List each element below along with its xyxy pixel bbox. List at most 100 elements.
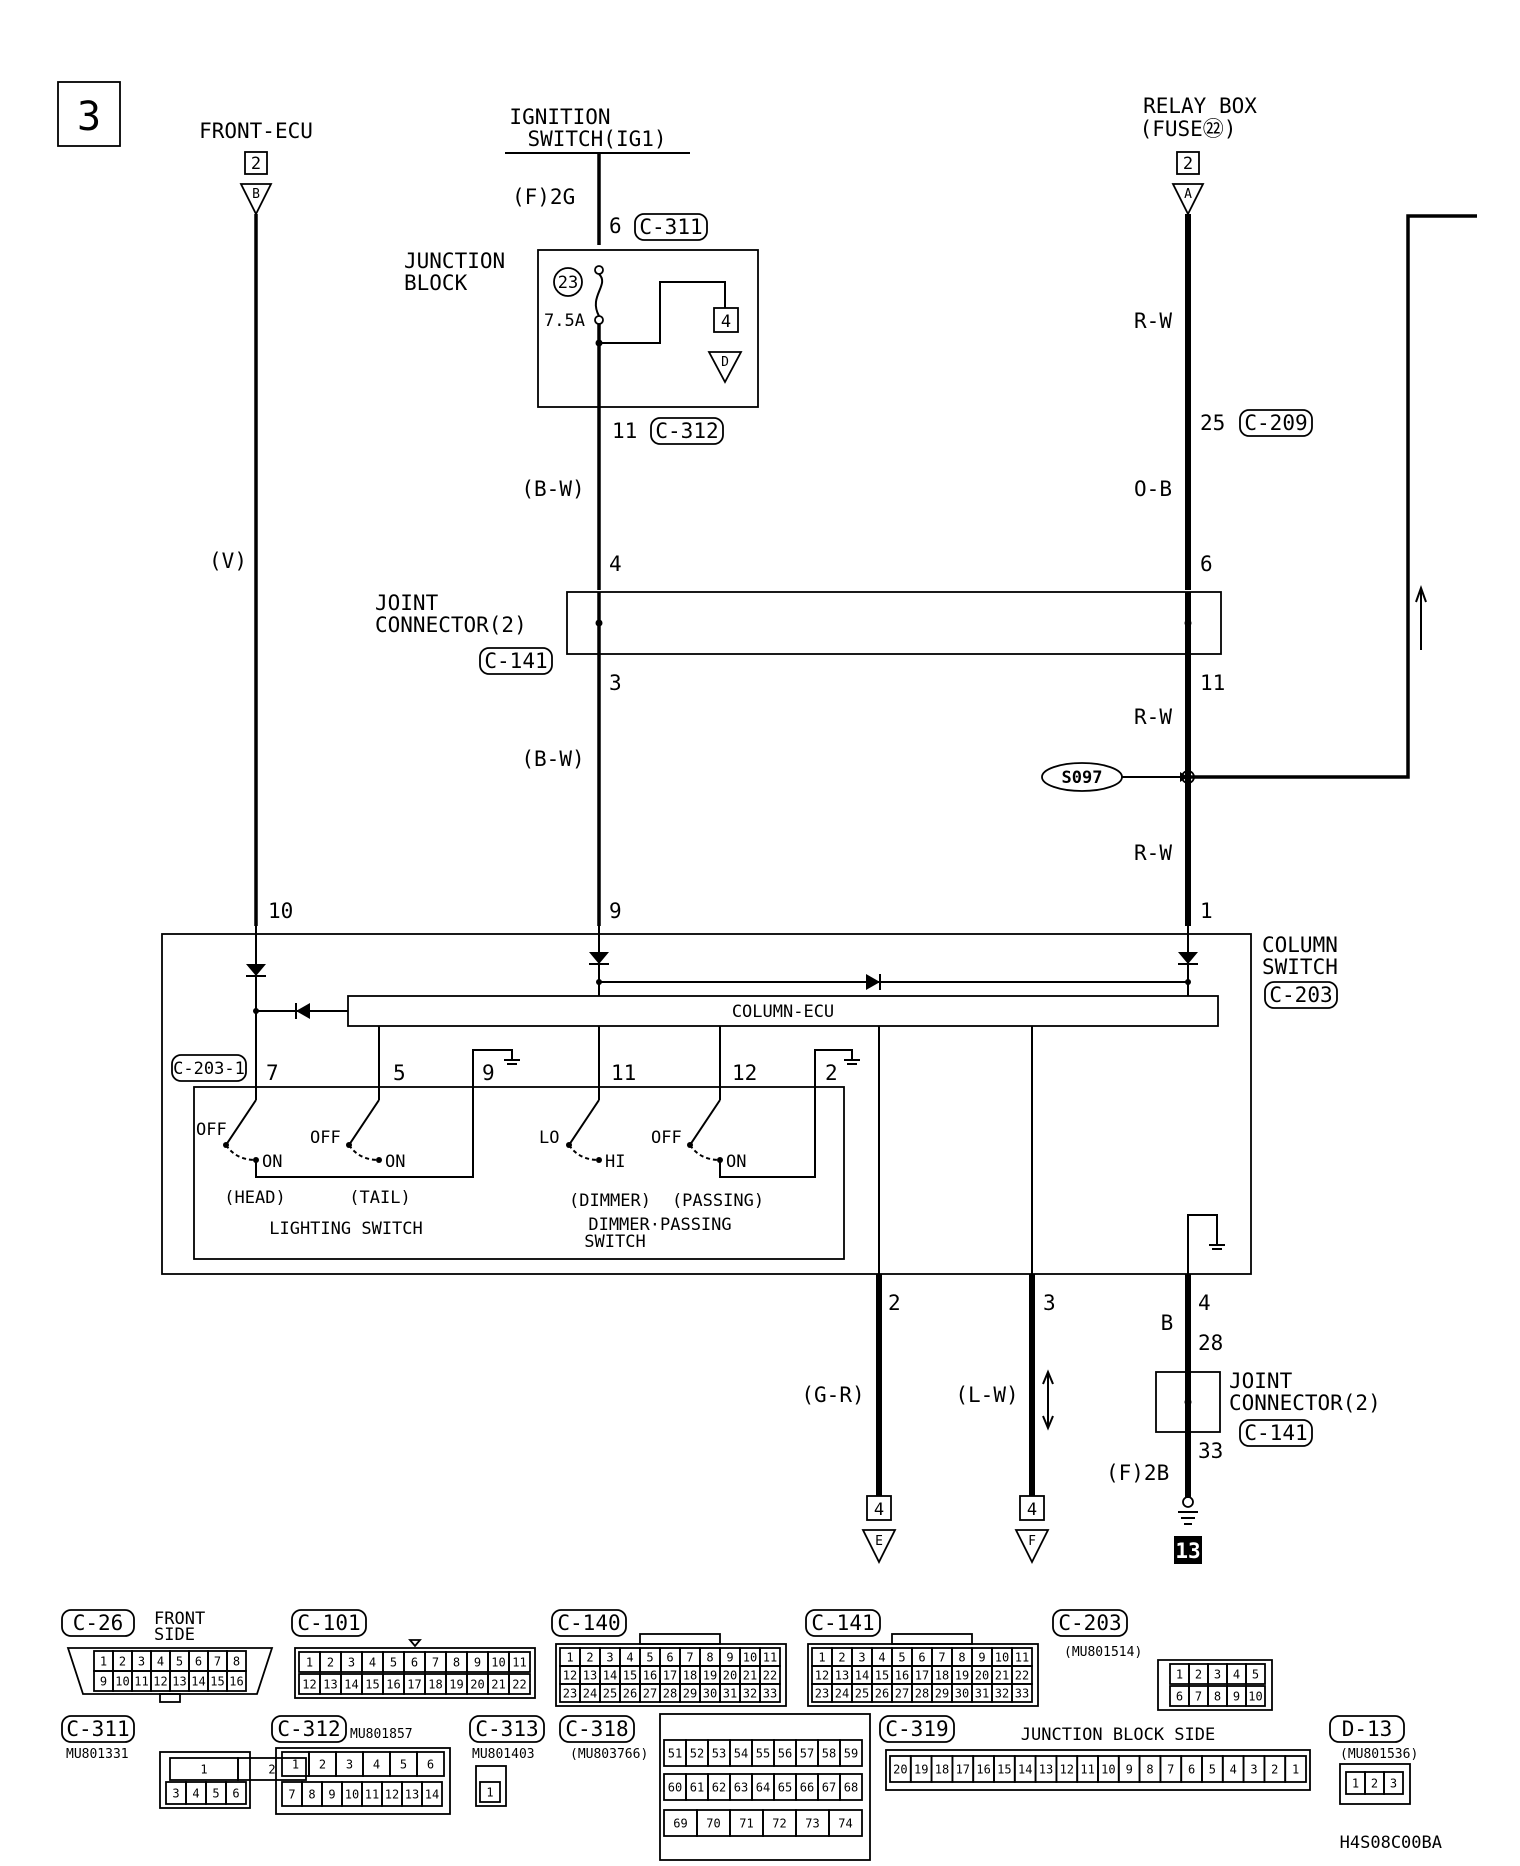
c26-r1-pin-label: 7 [214,1654,221,1668]
c319-r1-pin-label: 3 [1250,1762,1257,1776]
c101-r1-pin-label: 7 [432,1655,439,1669]
wire-color-gr: (G-R) [801,1383,864,1407]
c101-r2-pin-label: 12 [302,1677,316,1691]
col-node-1 [1185,979,1191,985]
c140-r3-pin-label: 28 [663,1686,677,1700]
wire-color-ob: O-B [1134,477,1172,501]
c203-r1-pin-label: 5 [1252,1667,1259,1681]
wire-color-v: (V) [209,549,247,573]
c26-r1-pin-label: 1 [100,1654,107,1668]
ignition-connector-code: (F)2G [512,185,575,209]
switch-wire-9 [472,1049,513,1100]
wire-color-b: B [1161,1311,1174,1335]
c141-r2-pin-label: 14 [855,1668,869,1682]
c318-r2-pin-label: 66 [800,1780,814,1794]
c203v-part: (MU801514) [1064,1645,1142,1660]
fuse-number-circle [553,267,583,297]
c26-code: C-26 [73,1611,124,1635]
c311-r2-pin-label: 5 [212,1786,219,1800]
c311-r2-pin-label: 4 [192,1786,199,1800]
c140-r3-pin-label: 33 [763,1686,777,1700]
c141-r3-pin-cell [1011,1683,1033,1703]
output-pin-2: 2 [888,1291,901,1315]
c311-r1-pin-label: 2 [268,1762,275,1776]
column-ecu-label: COLUMN-ECU [732,1002,834,1022]
ground-number-box [1174,1536,1202,1564]
c318-r2-pin-cell [839,1773,863,1801]
c203-1-code-box [171,1054,247,1082]
front-ecu-sheet: 2 [251,154,261,174]
c203-r1-pin-label: 1 [1176,1667,1183,1681]
joint-code-box [479,647,553,675]
wire-color-bw-2: (B-W) [521,747,584,771]
d13v-part: (MU801536) [1340,1747,1418,1762]
tail-off-label: OFF [310,1128,341,1148]
c140-latch [639,1633,721,1645]
c311-r2-pin-label: 3 [172,1786,179,1800]
dimmer-hi-contact [596,1157,602,1163]
c141-r1-pin-label: 11 [1015,1650,1029,1664]
c101-r1-pin-label: 2 [327,1655,334,1669]
tail-on-contact [376,1157,382,1163]
c318-r2-pin-label: 60 [668,1780,682,1794]
c203-r2-pin-label: 9 [1233,1689,1240,1703]
ground-joint-code-box [1239,1419,1313,1447]
c140-r3-pin-label: 23 [563,1686,577,1700]
c319-r1-pin-label: 7 [1167,1762,1174,1776]
head-off-label: OFF [196,1120,227,1140]
relay-sheet: 2 [1183,154,1193,174]
junction-ref-triangle [707,351,743,384]
wire-continuation [1188,214,1477,779]
c311-code: C-311 [639,215,702,239]
col-diode-9 [589,952,609,964]
relay-sheet-box [1176,151,1200,175]
c26-r2-pin-label: 11 [134,1674,148,1688]
c26-shell [66,1647,274,1695]
c313v-shell [475,1765,507,1807]
joint-connector-label-1: JOINT [375,591,439,615]
passing-return [719,1100,816,1178]
c319v-title: JUNCTION BLOCK SIDE [1021,1725,1215,1745]
c101-r2-pin-cell [508,1673,531,1695]
c312-r1-pin-label: 2 [319,1757,326,1771]
c141-r1-pin-label: 8 [958,1650,965,1664]
c26-r1-pin-label: 4 [157,1654,164,1668]
c203-r1-pin-cell [1245,1663,1266,1685]
c101-r2-pin-label: 15 [365,1677,379,1691]
relay-ref-letter: A [1184,187,1192,202]
c141-r1-pin-label: 10 [995,1650,1009,1664]
fuse-contact-top [594,265,604,275]
f-sheet-box [1019,1495,1045,1521]
junction-block-box [537,249,759,408]
c141-code: C-141 [811,1611,874,1635]
c312-code-box [650,417,724,445]
e-sheet: 4 [874,1500,884,1520]
c311v-code-box [61,1715,135,1743]
c312-r2-pin-label: 12 [385,1787,399,1801]
d13v-code: D-13 [1342,1717,1393,1741]
c140-r1-pin-label: 2 [586,1650,593,1664]
junction-block-label-2: BLOCK [404,271,468,295]
splice-label: S097 [1062,768,1103,788]
wire-color-rw-3: R-W [1134,841,1172,865]
c319-r1-pin-label: 6 [1188,1762,1195,1776]
front-ecu-ref-triangle [239,183,273,217]
c313-r1-pin-cell [479,1781,501,1803]
d13v-shell [1339,1763,1411,1805]
c101-key [408,1639,422,1648]
column-switch-label-2: SWITCH [1262,955,1338,979]
junction-sheet-box [713,307,739,333]
c319-r1-pin-cell [1284,1755,1307,1783]
c101-r1-pin-label: 9 [474,1655,481,1669]
relay-box-label-1: RELAY BOX [1143,94,1257,118]
c311v-code: C-311 [66,1717,129,1741]
c312-r1-pin-label: 1 [292,1757,299,1771]
c319-r1-pin-label: 5 [1209,1762,1216,1776]
c318v-code-box [559,1715,635,1743]
c312-r1-pin-cell [416,1751,445,1777]
c26-r1-pin-label: 8 [233,1654,240,1668]
c318-r1-pin-label: 58 [822,1746,836,1760]
c101-r1-pin-label: 3 [348,1655,355,1669]
c312-r2-pin-cell [421,1781,443,1807]
